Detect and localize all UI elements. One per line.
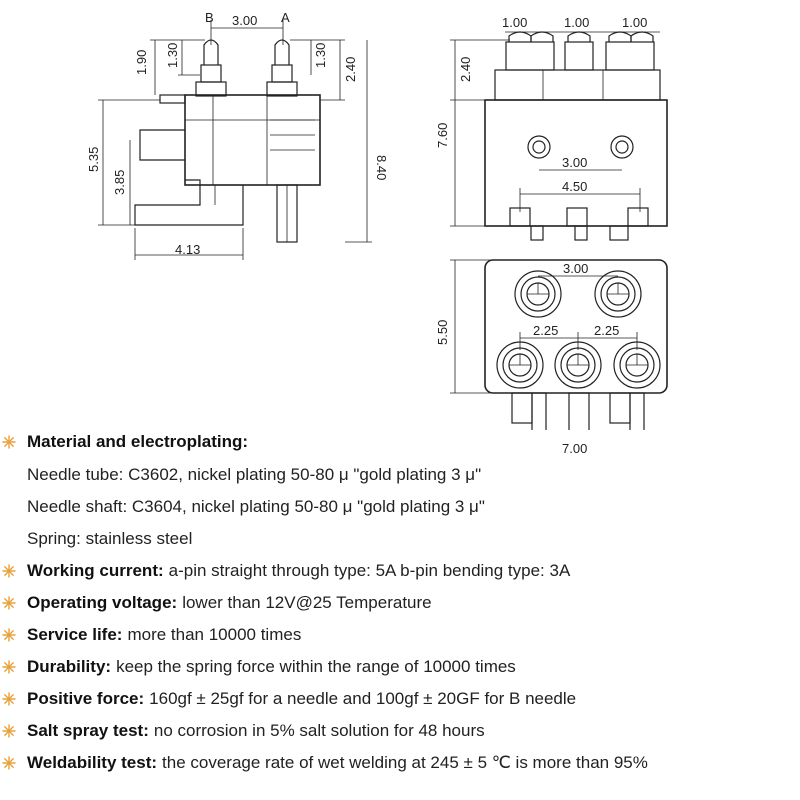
dim-side-413: 4.13 [175,242,200,257]
spec-salt-label: Salt spray test: [27,721,149,740]
dim-front-240: 2.40 [458,57,473,82]
sparkle-bullet-icon [2,435,16,449]
sparkle-bullet-icon [2,756,16,770]
top-contact-pair [514,270,642,318]
front-view: 1.00 1.00 1.00 2.40 7.60 3.00 4.50 [435,15,668,241]
spec-voltage: Operating voltage: lower than 12V@25 Tem… [0,588,432,618]
dim-top-300: 3.00 [563,261,588,276]
spec-material: Material and electroplating: [0,427,253,457]
spec-force-label: Positive force: [27,689,145,708]
spec-weld-label: Weldability test: [27,753,158,772]
spec-current-label: Working current: [27,561,164,580]
sparkle-bullet-icon [2,564,16,578]
dim-front-holes: 3.00 [562,155,587,170]
spec-material-label: Material and electroplating: [27,432,249,451]
dim-top-225-b: 2.25 [594,323,619,338]
spec-life-label: Service life: [27,625,123,644]
sparkle-bullet-icon [2,628,16,642]
top-view: 3.00 2.25 2.25 5.50 [435,259,668,430]
sparkle-bullet-icon [2,596,16,610]
dim-side-385: 3.85 [112,170,127,195]
spec-salt-value: no corrosion in 5% salt solution for 48 … [153,721,485,740]
dim-side-535: 5.35 [86,147,101,172]
dim-side-pitch: 3.00 [232,13,257,28]
spec-weld: Weldability test: the coverage rate of w… [0,748,648,778]
technical-drawing: B A 3.00 1.90 1.30 1.30 2.40 8.40 5.35 3… [86,10,668,430]
spec-durability-value: keep the spring force within the range o… [116,657,516,676]
spec-spring: Spring: stainless steel [27,529,193,548]
spec-durability: Durability: keep the spring force within… [0,652,516,682]
spec-current-value: a-pin straight through type: 5A b-pin be… [168,561,571,580]
spec-force: Positive force: 160gf ± 25gf for a needl… [0,684,576,714]
dim-side-190: 1.90 [134,50,149,75]
dim-front-100-a: 1.00 [502,15,527,30]
pin-b-label: B [205,10,214,25]
spec-force-value: 160gf ± 25gf for a needle and 100gf ± 20… [149,689,577,708]
spec-voltage-label: Operating voltage: [27,593,178,612]
dim-front-100-c: 1.00 [622,15,647,30]
spec-needle-shaft: Needle shaft: C3604, nickel plating 50-8… [27,497,485,516]
dim-side-130-a: 1.30 [313,43,328,68]
sparkle-bullet-icon [2,724,16,738]
spec-durability-label: Durability: [27,657,112,676]
pin-a-label: A [281,10,290,25]
spec-life: Service life: more than 10000 times [0,620,301,650]
dim-side-240: 2.40 [343,57,358,82]
dim-top-550: 5.50 [435,320,450,345]
sparkle-bullet-icon [2,692,16,706]
side-view: B A 3.00 1.90 1.30 1.30 2.40 8.40 5.35 3… [86,10,389,260]
dim-top-700: 7.00 [562,441,588,456]
spec-life-value: more than 10000 times [127,625,302,644]
spec-voltage-value: lower than 12V@25 Temperature [182,593,432,612]
dim-front-100-b: 1.00 [564,15,589,30]
side-housing [184,94,321,186]
spec-salt: Salt spray test: no corrosion in 5% salt… [0,716,485,746]
dim-front-760: 7.60 [435,123,450,148]
dim-top-225-a: 2.25 [533,323,558,338]
spec-needle-tube: Needle tube: C3602, nickel plating 50-80… [27,465,482,484]
front-housing [484,99,668,227]
sparkle-bullet-icon [2,660,16,674]
spec-current: Working current: a-pin straight through … [0,556,570,586]
dim-side-130-b: 1.30 [165,43,180,68]
dim-side-840: 8.40 [374,155,389,180]
spec-weld-value: the coverage rate of wet welding at 245 … [162,753,648,772]
dim-front-pins: 4.50 [562,179,587,194]
